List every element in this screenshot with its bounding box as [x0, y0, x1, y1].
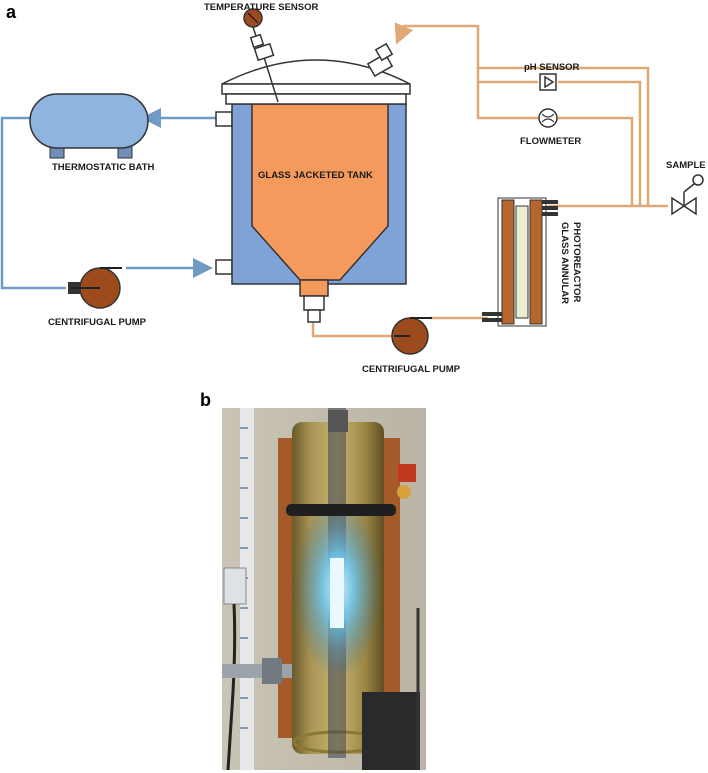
thermostatic-bath-label: THERMOSTATIC BATH: [52, 162, 155, 173]
sample-label: SAMPLE: [666, 160, 706, 171]
measuring-tape: [240, 408, 254, 770]
ph-sensor: [539, 73, 557, 91]
centrifugal-pump-right: [391, 317, 432, 355]
flowmeter-label: FLOWMETER: [520, 136, 581, 147]
panel-label-a: a: [6, 2, 17, 22]
glass-jacketed-tank-label: GLASS JACKETED TANK: [258, 170, 373, 181]
centrifugal-pump-left: [68, 267, 122, 309]
reactor-photo: [222, 408, 426, 770]
flowmeter: [538, 108, 558, 128]
glass-jacketed-tank: [215, 42, 411, 323]
coolant-lines: [0, 108, 218, 290]
uv-lamp: [330, 558, 344, 628]
panel-label-b: b: [200, 390, 211, 410]
centrifugal-pump-right-label: CENTRIFUGAL PUMP: [362, 364, 461, 375]
thermostatic-bath: [29, 93, 149, 159]
ph-sensor-label: pH SENSOR: [524, 62, 580, 73]
glass-annular-photoreactor: [482, 197, 558, 327]
process-lines: [311, 22, 668, 338]
sample-valve: [671, 174, 704, 216]
photoreactor-label-line2: PHOTOREACTOR: [571, 222, 582, 303]
photoreactor-label-line1: GLASS ANNULAR: [559, 222, 570, 304]
temperature-sensor-label: TEMPERATURE SENSOR: [204, 2, 319, 13]
centrifugal-pump-left-label: CENTRIFUGAL PUMP: [48, 317, 147, 328]
process-diagram: THERMOSTATIC BATH CENTRIFUGAL PUMP GLASS…: [0, 2, 706, 375]
temperature-sensor: [243, 8, 279, 103]
